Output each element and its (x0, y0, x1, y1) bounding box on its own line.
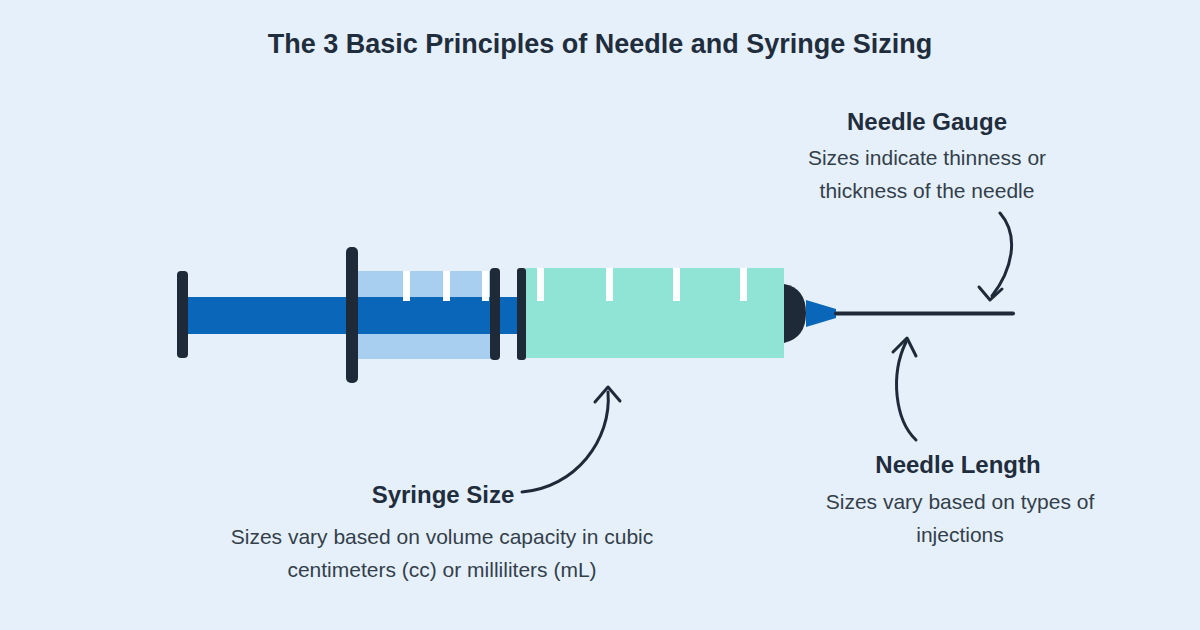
part-heading: Needle Gauge (777, 107, 1077, 137)
scale-tick (673, 268, 680, 301)
plunger-cap (177, 271, 188, 358)
arrow-head (595, 387, 620, 402)
part-heading: Syringe Size (293, 480, 593, 510)
plunger-rod (188, 297, 358, 334)
plunger-stopper (517, 268, 526, 360)
arrow-head (979, 287, 1002, 300)
arrow-head (893, 338, 916, 356)
leader-arrow (992, 213, 1012, 296)
scale-tick (740, 268, 747, 301)
scale-tick (606, 268, 613, 301)
plunger-gasket (490, 268, 500, 360)
part-description: Sizes indicate thinness or thickness of … (782, 141, 1072, 207)
syringe-barrel (526, 268, 784, 358)
finger-flange (346, 247, 358, 383)
diagram-title: The 3 Basic Principles of Needle and Syr… (0, 24, 1200, 64)
leader-arrow (897, 342, 916, 440)
part-description: Sizes vary based on types of injections (810, 485, 1110, 551)
needle (836, 312, 1013, 316)
part-heading: Needle Length (808, 450, 1108, 480)
leader-arrow (522, 392, 608, 492)
needle-hub (806, 300, 836, 327)
part-description: Sizes vary based on volume capacity in c… (230, 520, 655, 586)
scale-tick (403, 271, 410, 301)
scale-tick (482, 271, 489, 301)
barrel-tip (784, 284, 806, 343)
scale-tick (537, 268, 544, 301)
scale-tick (443, 271, 450, 301)
